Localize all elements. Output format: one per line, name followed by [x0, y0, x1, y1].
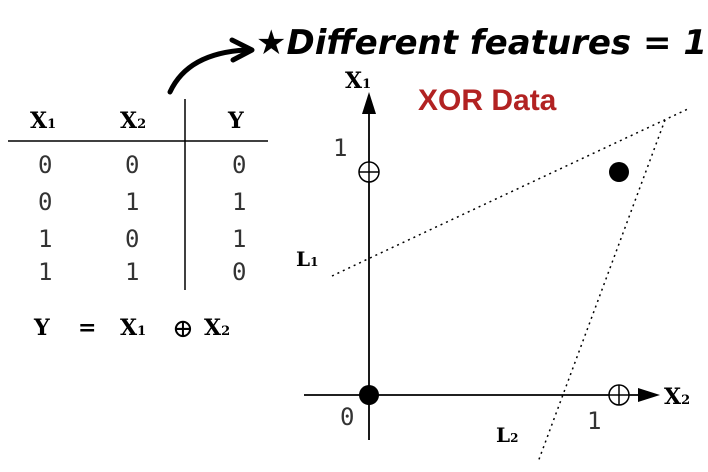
header-x2: X2 [120, 108, 146, 134]
line-l2 [537, 119, 666, 463]
annotation-text: ★Different features = 1 [256, 23, 707, 63]
chart-title: XOR Data [418, 84, 557, 117]
tick-origin: 0 [340, 403, 354, 431]
annotation-arrowhead [229, 37, 255, 63]
table-body: 0 0 0 0 1 1 1 0 1 1 1 0 [38, 151, 246, 286]
x-axis-arrowhead [638, 388, 660, 402]
formula-eq: = [78, 315, 96, 341]
table-cell: 0 [38, 151, 52, 179]
tick-x-one: 1 [587, 407, 601, 435]
table-cell: 0 [232, 151, 246, 179]
table-header: X1 X2 Y [30, 108, 244, 134]
y-axis-label: X1 [345, 68, 371, 94]
tick-y-one: 1 [333, 134, 347, 162]
table-cell: 1 [38, 258, 52, 286]
formula-x1: X1 [120, 315, 146, 341]
formula-y: Y [33, 315, 50, 341]
line-l1 [331, 107, 691, 277]
filled-point [359, 385, 379, 405]
x-axis-label: X2 [664, 384, 690, 410]
table-cell: 1 [38, 225, 52, 253]
table-cell: 0 [232, 258, 246, 286]
line-l2-label: L2 [496, 423, 518, 447]
table-cell: 0 [125, 225, 139, 253]
table-cell: 1 [232, 188, 246, 216]
formula-x2: X2 [204, 315, 230, 341]
table-cell: 1 [232, 225, 246, 253]
oplus-point [608, 384, 630, 406]
header-x1: X1 [30, 108, 56, 134]
line-l1-label: L1 [296, 247, 318, 271]
table-cell: 0 [38, 188, 52, 216]
header-y: Y [227, 108, 244, 134]
formula-op: ⊕ [172, 314, 194, 344]
table-cell: 0 [125, 151, 139, 179]
annotation-arrow [167, 47, 249, 95]
oplus-point [358, 161, 380, 183]
table-cell: 1 [125, 258, 139, 286]
xor-formula: Y = X1 ⊕ X2 [33, 314, 230, 344]
table-cell: 1 [125, 188, 139, 216]
filled-point [609, 162, 629, 182]
y-axis-arrowhead [362, 92, 376, 114]
data-points [358, 161, 630, 406]
